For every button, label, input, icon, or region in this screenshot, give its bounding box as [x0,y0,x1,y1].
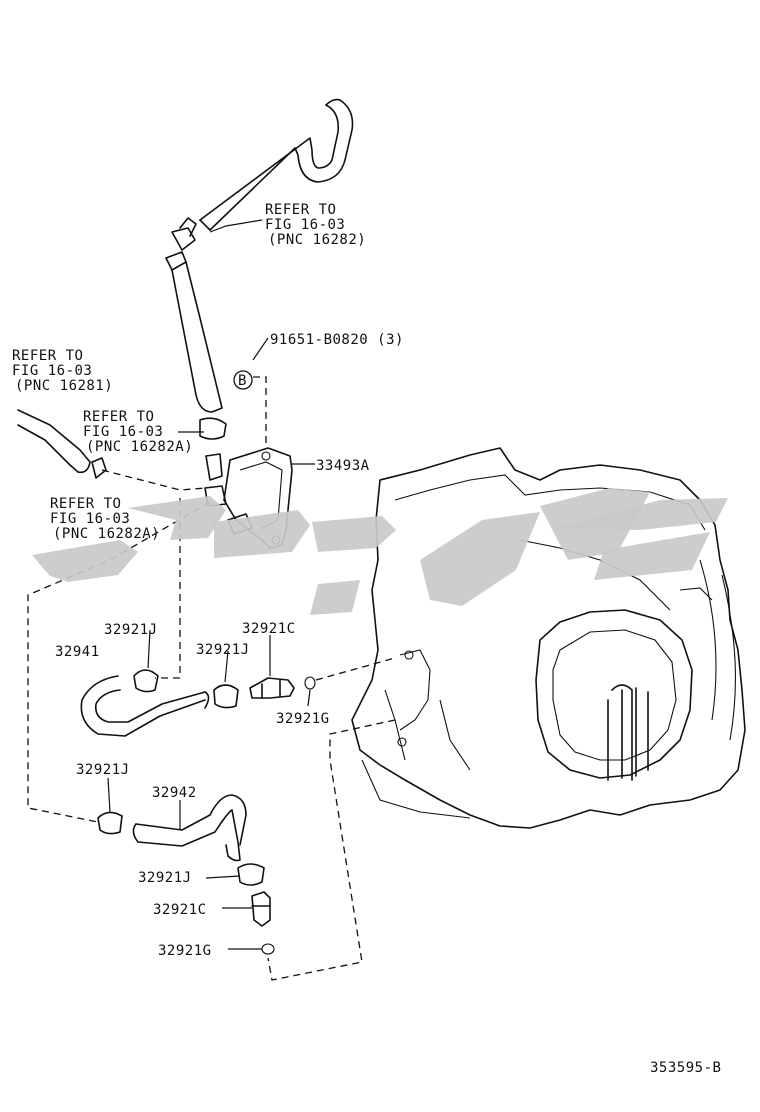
watermark-logo [32,488,728,615]
refer-mid-line-1: REFER TO [83,409,154,425]
clamp-label-2: 32921J [196,642,250,658]
hose-label-32941: 32941 [55,644,100,660]
connectors [249,676,316,955]
refer-top-label: REFER TO FIG 16-03 (PNC 16282) [265,202,366,248]
refer-left-line-3: (PNC 16281) [15,378,113,394]
refer-low-line-1: REFER TO [50,496,121,512]
hose-clamps [97,669,265,886]
cover-label: 33493A [316,458,370,474]
leader-lines [107,219,315,950]
upper-breather-hose [165,98,354,440]
clamp-label-3: 32921J [76,762,130,778]
connector-label-1: 32921C [242,621,296,637]
refer-mid-line-2: FIG 16-03 [83,424,163,440]
refer-left-line-2: FIG 16-03 [12,363,92,379]
hose-32941 [80,675,210,737]
gasket-label-2: 32921G [158,943,212,959]
refer-top-line-3: (PNC 16282) [268,232,366,248]
hose-32942 [132,794,247,862]
ref-b-marker: B [233,370,253,390]
refer-mid-label: REFER TO FIG 16-03 (PNC 16282A) [83,409,193,455]
hose-label-32942: 32942 [152,785,197,801]
ref-b-letter: B [238,373,247,389]
dashed-connections [27,376,396,981]
bolt-label: 91651-B0820 (3) [270,332,404,348]
transmission-housing [351,447,746,829]
refer-left-label: REFER TO FIG 16-03 (PNC 16281) [12,348,113,394]
refer-mid-line-3: (PNC 16282A) [86,439,193,455]
refer-top-line-1: REFER TO [265,202,336,218]
clamp-label-4: 32921J [138,870,192,886]
refer-low-line-2: FIG 16-03 [50,511,130,527]
refer-top-line-2: FIG 16-03 [265,217,345,233]
refer-low-line-3: (PNC 16282A) [53,526,160,542]
left-breather-hose [17,409,107,479]
clamp-label-1: 32921J [104,622,158,638]
refer-left-line-1: REFER TO [12,348,83,364]
diagram-id: 353595-B [650,1060,721,1076]
gasket-label-1: 32921G [276,711,330,727]
refer-low-label: REFER TO FIG 16-03 (PNC 16282A) [50,496,160,542]
connector-label-2: 32921C [153,902,207,918]
